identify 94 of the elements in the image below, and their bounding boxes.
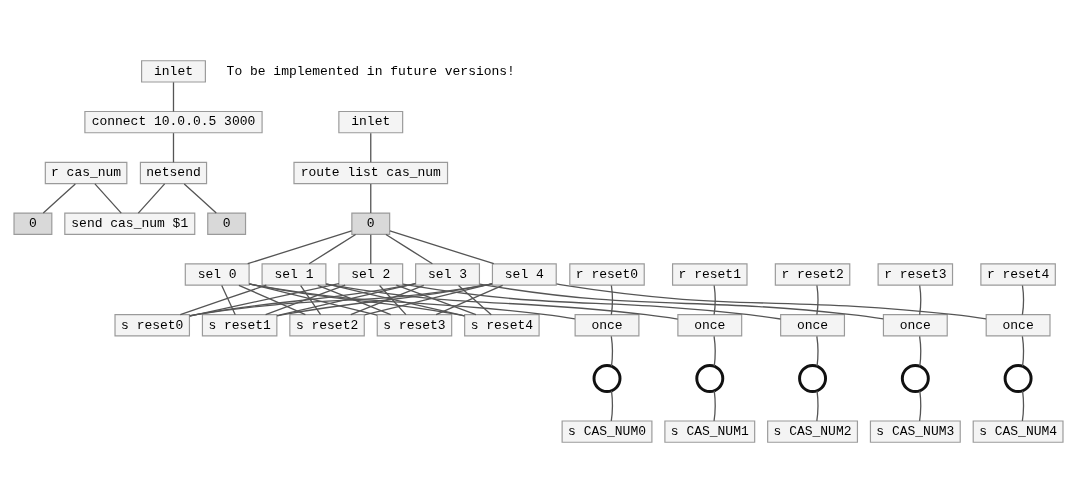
connector [919, 284, 922, 315]
node-box: netsend [139, 161, 208, 184]
node-box: s reset1 [201, 313, 278, 337]
connector [172, 81, 175, 112]
node-box: s reset0 [114, 313, 191, 337]
connector [172, 132, 175, 163]
connector [918, 335, 922, 367]
node-box: 0 [351, 212, 391, 235]
connector [370, 132, 372, 163]
node-box: r reset2 [774, 262, 851, 286]
connector [317, 284, 392, 315]
connector [42, 182, 76, 214]
connector [248, 282, 378, 316]
connector [183, 182, 217, 214]
connector [248, 282, 576, 320]
connector [479, 283, 884, 320]
node-circle [798, 363, 828, 393]
connector [402, 282, 782, 320]
node-box: s CAS_NUM1 [664, 419, 756, 443]
connector [610, 389, 613, 422]
connector [713, 284, 716, 315]
node-box: r reset3 [877, 262, 954, 286]
node-box: inlet [338, 110, 404, 133]
node-box: inlet [141, 59, 206, 83]
connector [395, 284, 477, 315]
node-box: route list cas_num [293, 161, 449, 184]
connector [816, 284, 819, 315]
node-box: once [882, 313, 948, 337]
connector [350, 284, 425, 315]
connector [221, 284, 236, 315]
node-circle [1003, 363, 1033, 393]
connector [189, 282, 416, 316]
node-box: r reset1 [672, 262, 748, 286]
node-box: s reset4 [464, 313, 540, 337]
connector [435, 284, 504, 315]
connector [179, 284, 267, 315]
node-box: r reset0 [569, 262, 645, 286]
connector [325, 282, 466, 316]
node-box: s CAS_NUM0 [561, 419, 653, 443]
connector [1021, 335, 1025, 367]
node-circle [695, 363, 725, 393]
connector [370, 233, 372, 265]
connector [276, 282, 493, 316]
connector [363, 282, 493, 316]
connector [189, 282, 493, 316]
connector [247, 229, 353, 264]
connector [308, 233, 357, 264]
node-box: once [574, 313, 640, 337]
node-box: s reset3 [376, 313, 453, 337]
connector [389, 229, 495, 264]
connector [1021, 284, 1025, 315]
node-circle [592, 363, 622, 393]
connector [610, 284, 613, 315]
node-box: sel 4 [491, 262, 557, 286]
connector [325, 282, 679, 320]
node-box: 0 [207, 212, 247, 235]
connector [457, 284, 492, 315]
connector [276, 282, 417, 316]
connector [300, 284, 322, 315]
node-box: sel 0 [184, 262, 250, 286]
connector [816, 389, 819, 422]
connector [94, 182, 122, 214]
node-box: once [677, 313, 743, 337]
node-box: send cas_num $1 [64, 212, 196, 235]
connector [385, 233, 434, 264]
connector [918, 389, 922, 422]
connector [816, 335, 819, 367]
connector [264, 284, 346, 315]
node-circle [900, 363, 930, 393]
node-box: once [780, 313, 846, 337]
node-box: once [985, 313, 1051, 337]
node-box: sel 1 [261, 262, 327, 286]
connector [370, 182, 372, 214]
node-box: s CAS_NUM3 [869, 419, 961, 443]
connector [189, 282, 340, 317]
connector [555, 282, 987, 320]
node-box: 0 [13, 212, 53, 235]
node-box: s reset2 [289, 313, 365, 337]
node-box: r cas_num [44, 161, 128, 184]
label: To be implemented in future versions! [226, 63, 515, 79]
connector [248, 282, 465, 316]
node-box: r reset4 [980, 262, 1056, 286]
connector [378, 284, 407, 315]
node-box: sel 2 [338, 262, 404, 286]
connector [137, 182, 166, 214]
node-box: sel 3 [415, 262, 481, 286]
node-box: s CAS_NUM2 [767, 419, 859, 443]
connector [713, 389, 716, 422]
connector [610, 335, 613, 367]
connector [1021, 389, 1025, 422]
node-box: s CAS_NUM4 [972, 419, 1064, 443]
node-box: connect 10.0.0.5 3000 [84, 110, 263, 133]
connector [713, 335, 716, 367]
connector [238, 284, 307, 315]
